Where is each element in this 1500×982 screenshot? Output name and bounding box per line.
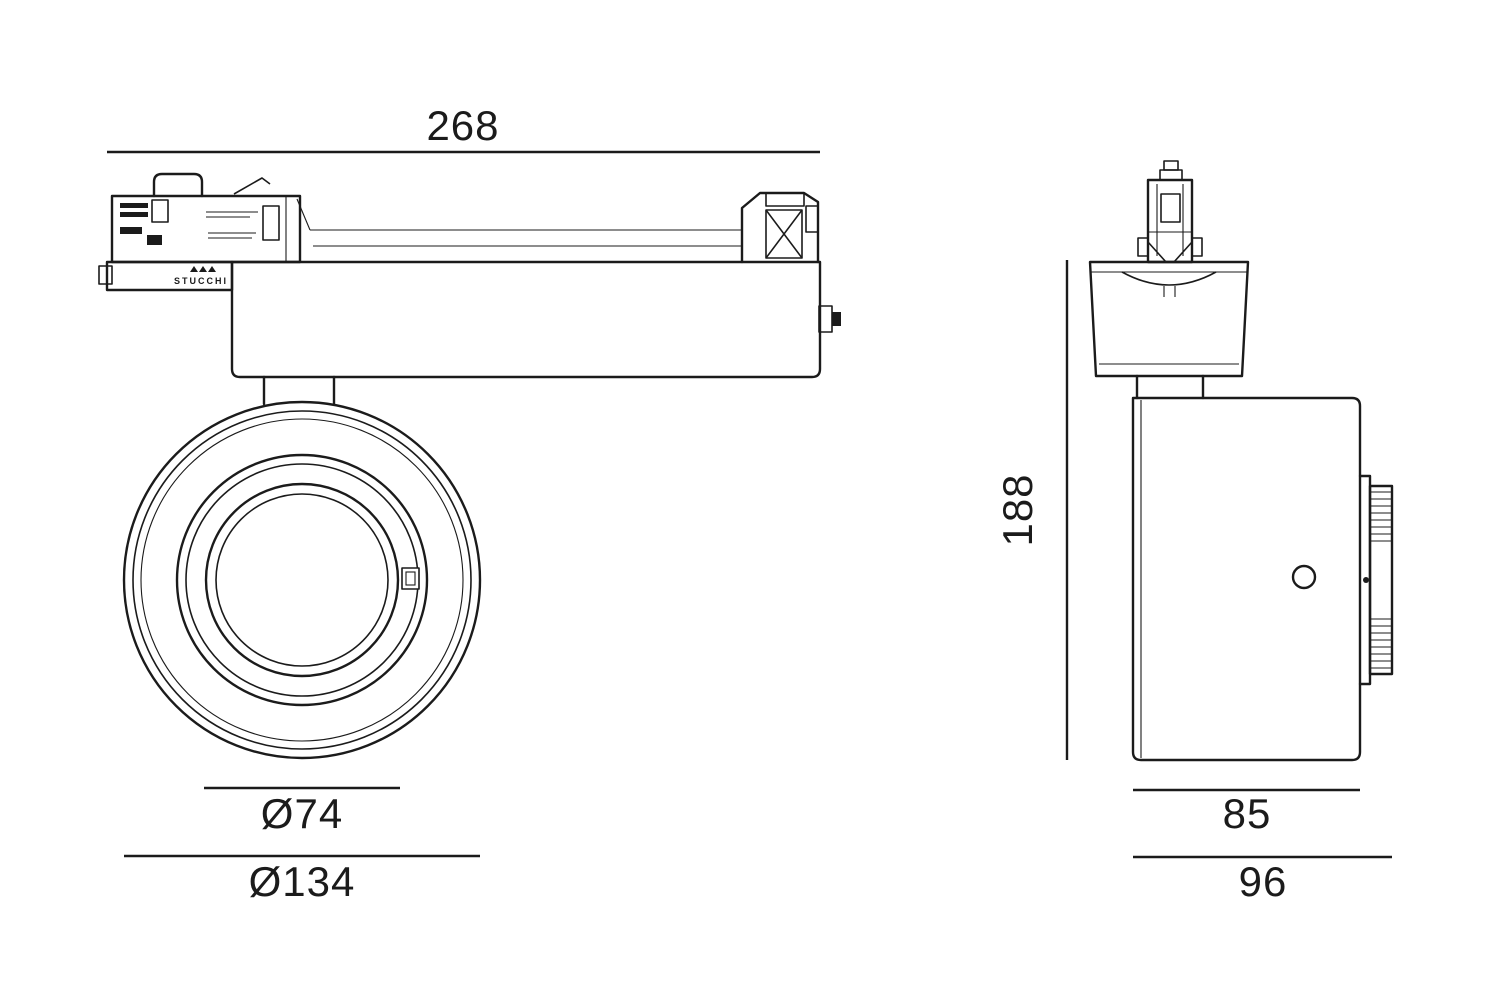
dim-label-overall-depth: 96	[1239, 858, 1288, 905]
lens-lock-detail	[401, 567, 420, 590]
dim-outer-diameter: Ø134	[124, 854, 480, 905]
track-adapter-side: STUCCHI	[98, 172, 302, 292]
side-switch-knob	[832, 312, 841, 326]
brand-text: STUCCHI	[174, 276, 228, 286]
dim-label-outer-diameter: Ø134	[249, 858, 356, 905]
adapter-left-tab	[98, 265, 113, 285]
dim-label-overall-length: 268	[426, 102, 499, 149]
right-bracket	[740, 191, 820, 264]
adapter-lever	[233, 177, 271, 195]
end-view: 188	[994, 160, 1394, 905]
dim-inner-diameter: Ø74	[204, 786, 400, 837]
dim-label-inner-diameter: Ø74	[261, 790, 343, 837]
housing-body	[230, 260, 841, 406]
barrel-knurling-top	[1370, 491, 1392, 542]
adapter-housing-end	[1088, 260, 1250, 378]
dim-body-depth: 85	[1133, 788, 1360, 837]
dim-overall-height: 188	[994, 260, 1069, 760]
adapter-base-block	[105, 260, 234, 292]
top-tray	[296, 198, 743, 247]
side-view: 268	[98, 102, 841, 905]
side-dot	[1363, 577, 1369, 583]
dim-label-overall-height: 188	[994, 473, 1041, 546]
dim-label-body-depth: 85	[1223, 790, 1272, 837]
neck-end	[1135, 374, 1205, 400]
track-connector-stem	[1137, 160, 1203, 264]
barrel-knurling-bottom	[1370, 618, 1392, 669]
dim-overall-length: 268	[107, 102, 820, 154]
front-lens-view	[122, 400, 482, 760]
adjust-button	[1291, 564, 1317, 590]
brand-logo-marks	[190, 266, 216, 272]
lens-barrel-end	[1358, 474, 1394, 686]
body-end	[1131, 396, 1369, 762]
adapter-terminals	[120, 196, 287, 262]
dim-overall-depth: 96	[1133, 855, 1392, 905]
